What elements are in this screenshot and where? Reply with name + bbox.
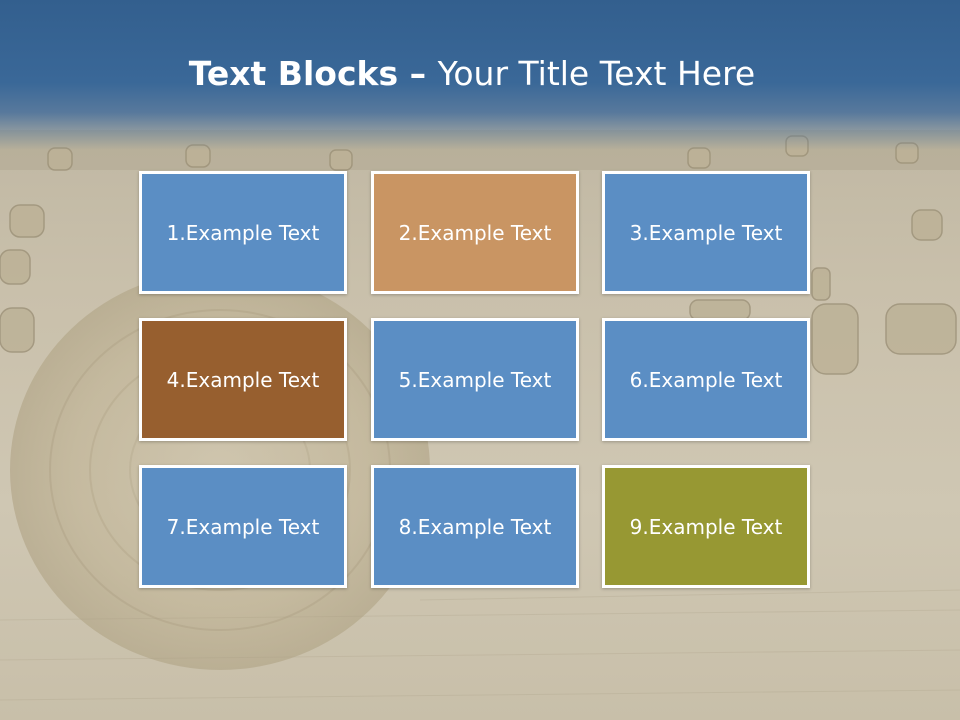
text-block-label: 5.Example Text [398, 367, 552, 392]
text-block-3[interactable]: 3.Example Text [602, 171, 810, 294]
text-block-8[interactable]: 8.Example Text [371, 465, 579, 588]
title-rest-part: Your Title Text Here [437, 54, 756, 93]
text-block-label: 4.Example Text [166, 367, 320, 392]
text-block-7[interactable]: 7.Example Text [139, 465, 347, 588]
text-block-label: 2.Example Text [398, 220, 552, 245]
text-block-label: 7.Example Text [166, 514, 320, 539]
slide-title: Text Blocks – Your Title Text Here [0, 52, 944, 96]
title-dash: – [398, 54, 438, 93]
text-block-9[interactable]: 9.Example Text [602, 465, 810, 588]
text-block-label: 6.Example Text [629, 367, 783, 392]
text-block-2[interactable]: 2.Example Text [371, 171, 579, 294]
text-block-1[interactable]: 1.Example Text [139, 171, 347, 294]
text-block-label: 9.Example Text [629, 514, 783, 539]
text-block-4[interactable]: 4.Example Text [139, 318, 347, 441]
text-block-label: 8.Example Text [398, 514, 552, 539]
text-block-6[interactable]: 6.Example Text [602, 318, 810, 441]
title-bold-part: Text Blocks [188, 54, 399, 93]
text-block-5[interactable]: 5.Example Text [371, 318, 579, 441]
title-band [0, 0, 960, 150]
text-block-label: 3.Example Text [629, 220, 783, 245]
text-block-label: 1.Example Text [166, 220, 320, 245]
